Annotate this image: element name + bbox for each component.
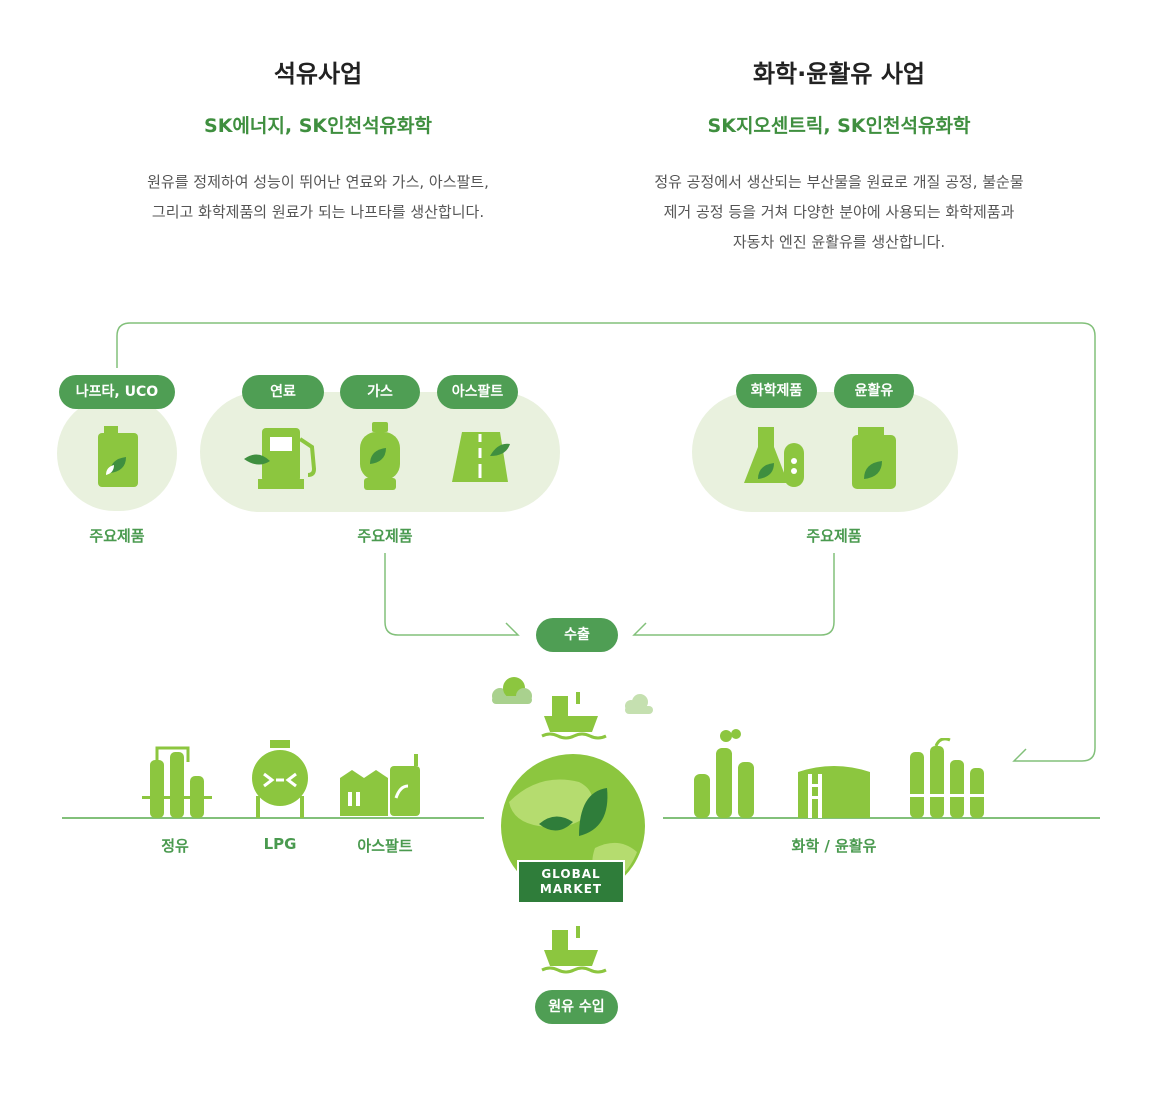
petroleum-description: 원유를 정제하여 성능이 뛰어난 연료와 가스, 아스팔트, 그리고 화학제품의… <box>88 167 548 227</box>
facility-asphalt-label: 아스팔트 <box>357 837 413 855</box>
market-line: MARKET <box>539 882 603 896</box>
facility-chem-lube-label: 화학 / 윤활유 <box>791 837 877 855</box>
ship-icon <box>541 926 607 974</box>
road-icon <box>452 432 510 482</box>
cloud-icon <box>492 677 532 704</box>
fuel-pill: 연료 <box>242 375 324 409</box>
chemical-companies: SK지오센트릭, SK인천석유화학 <box>707 115 971 137</box>
chemical-plant-icon <box>694 729 754 818</box>
chemical-desc-line: 제거 공정 등을 거쳐 다양한 분야에 사용되는 화학제품과 <box>663 203 1015 221</box>
petroleum-companies: SK에너지, SK인천석유화학 <box>204 115 432 137</box>
group-label-fuel: 주요제품 <box>357 527 413 545</box>
market-line: GLOBAL <box>541 867 601 881</box>
facility-refining-label: 정유 <box>161 837 189 855</box>
gas-cylinder-icon <box>360 422 400 490</box>
can-icon <box>98 426 138 487</box>
chemical-pill: 화학제품 <box>736 374 817 408</box>
chemical-desc-line: 정유 공정에서 생산되는 부산물을 원료로 개질 공정, 불순물 <box>654 173 1024 191</box>
global-market-box: GLOBAL MARKET <box>517 860 625 904</box>
chemical-desc-line: 자동차 엔진 윤활유를 생산합니다. <box>732 233 946 251</box>
lube-tank-icon <box>798 766 870 818</box>
petroleum-title: 석유사업 <box>273 60 363 88</box>
return-loop-line <box>116 322 1096 762</box>
refinery-icon <box>142 746 212 818</box>
group-label-chemical: 주요제품 <box>806 527 862 545</box>
ship-icon <box>541 692 607 740</box>
naphtha-pill: 나프타, UCO <box>59 375 175 409</box>
lpg-tank-icon <box>252 740 308 818</box>
petroleum-desc-line: 원유를 정제하여 성능이 뛰어난 연료와 가스, 아스팔트, <box>147 173 489 191</box>
chemical-description: 정유 공정에서 생산되는 부산물을 원료로 개질 공정, 불순물 제거 공정 등… <box>589 167 1089 257</box>
cloud-icon <box>625 694 653 714</box>
chemical-title: 화학·윤활유 사업 <box>752 60 926 88</box>
import-pill: 원유 수입 <box>535 990 618 1024</box>
asphalt-plant-icon <box>340 754 420 816</box>
fuel-pump-icon <box>244 428 317 489</box>
facility-lpg-label: LPG <box>263 835 297 853</box>
export-line-right <box>632 553 835 636</box>
export-pill: 수출 <box>536 618 618 652</box>
lube-pill: 윤활유 <box>834 374 914 408</box>
export-line-left <box>384 553 520 636</box>
chemical-group-bubble <box>692 392 958 512</box>
oil-bottle-icon <box>852 427 896 489</box>
gas-pill: 가스 <box>340 375 420 409</box>
group-label-naphtha: 주요제품 <box>89 527 145 545</box>
flask-icon <box>744 427 804 487</box>
refinery-icon <box>908 738 988 818</box>
petroleum-desc-line: 그리고 화학제품의 원료가 되는 나프타를 생산합니다. <box>151 203 485 221</box>
asphalt-pill: 아스팔트 <box>437 375 518 409</box>
